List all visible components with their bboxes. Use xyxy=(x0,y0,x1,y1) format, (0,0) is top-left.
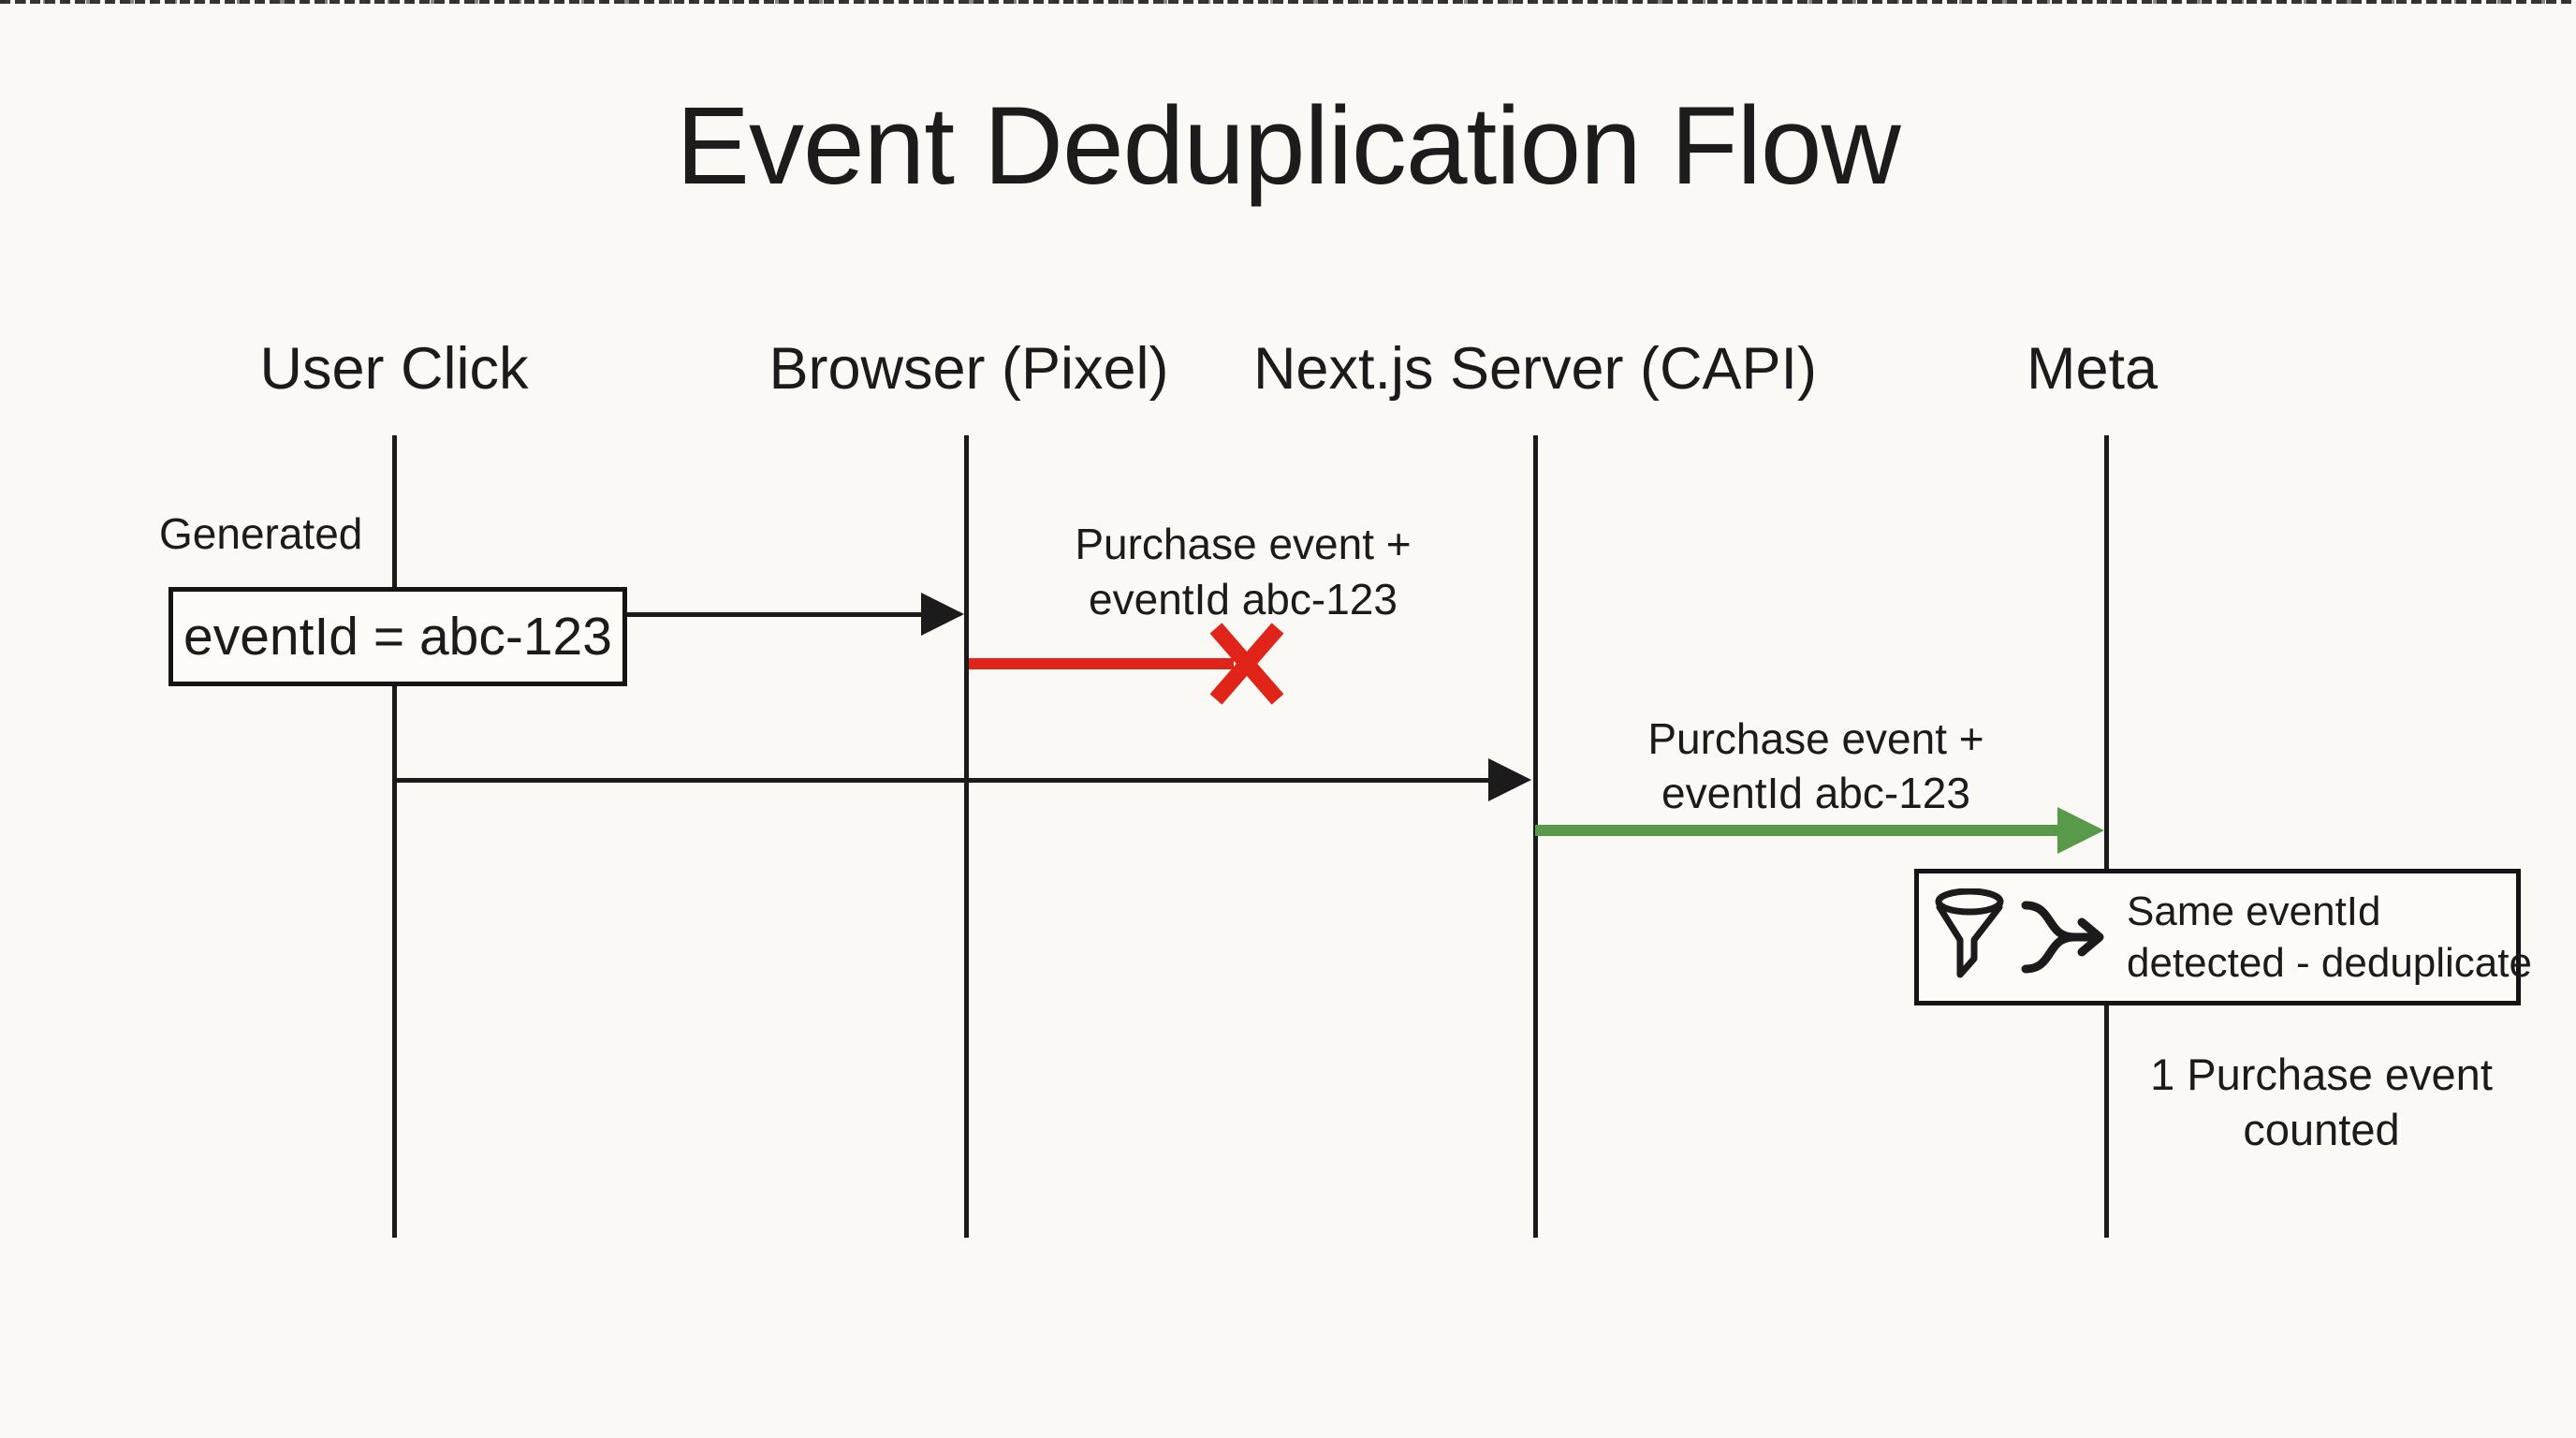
pixel-message-line2: eventId abc-123 xyxy=(1089,575,1398,624)
lifeline-label-user-click: User Click xyxy=(259,336,529,402)
funnel-icon xyxy=(1932,888,2007,986)
result-line2: counted xyxy=(2243,1105,2400,1154)
dedup-note-line1: Same eventId xyxy=(2127,888,2381,934)
capi-message-label: Purchase event + eventId abc-123 xyxy=(1573,712,2059,820)
result-line1: 1 Purchase event xyxy=(2150,1049,2493,1099)
lifeline-browser-pixel xyxy=(964,435,969,1238)
arrow-user-to-browser-line xyxy=(627,612,925,617)
dedup-note-box: Same eventId detected - deduplicate xyxy=(1914,869,2532,1005)
lifeline-label-nextjs-server: Next.js Server (CAPI) xyxy=(1252,336,1818,402)
page-title: Event Deduplication Flow xyxy=(676,84,1900,208)
dedup-note-line2: detected - deduplicate xyxy=(2127,940,2532,986)
arrow-user-to-browser-head xyxy=(921,593,964,636)
lifeline-nextjs-server xyxy=(1533,435,1538,1238)
arrow-server-to-meta-head xyxy=(2057,807,2104,854)
arrow-user-to-server-line xyxy=(394,778,1490,783)
lifeline-meta xyxy=(2104,435,2109,1238)
capi-message-line1: Purchase event + xyxy=(1647,714,1984,763)
arrow-server-to-meta-line xyxy=(1535,825,2065,836)
lifeline-label-browser-pixel: Browser (Pixel) xyxy=(768,336,1169,402)
event-id-box: eventId = abc-123 xyxy=(168,587,627,686)
capi-message-line2: eventId abc-123 xyxy=(1661,769,1970,817)
merge-arrows-icon xyxy=(2018,895,2112,979)
lifeline-label-meta: Meta xyxy=(2026,336,2159,402)
event-id-text: eventId = abc-123 xyxy=(183,607,612,667)
result-text: 1 Purchase event counted xyxy=(2106,1047,2537,1157)
x-icon xyxy=(1204,619,1290,709)
pixel-message-label: Purchase event + eventId abc-123 xyxy=(1000,517,1486,627)
arrow-user-to-server-head xyxy=(1488,758,1531,801)
generated-label: Generated xyxy=(159,509,363,558)
blocked-pixel-line xyxy=(969,658,1234,669)
dedup-note-text: Same eventId detected - deduplicate xyxy=(2127,886,2532,989)
torn-edge-strip xyxy=(0,0,2576,4)
lifeline-user-click xyxy=(392,435,397,1238)
pixel-message-line1: Purchase event + xyxy=(1075,520,1412,568)
